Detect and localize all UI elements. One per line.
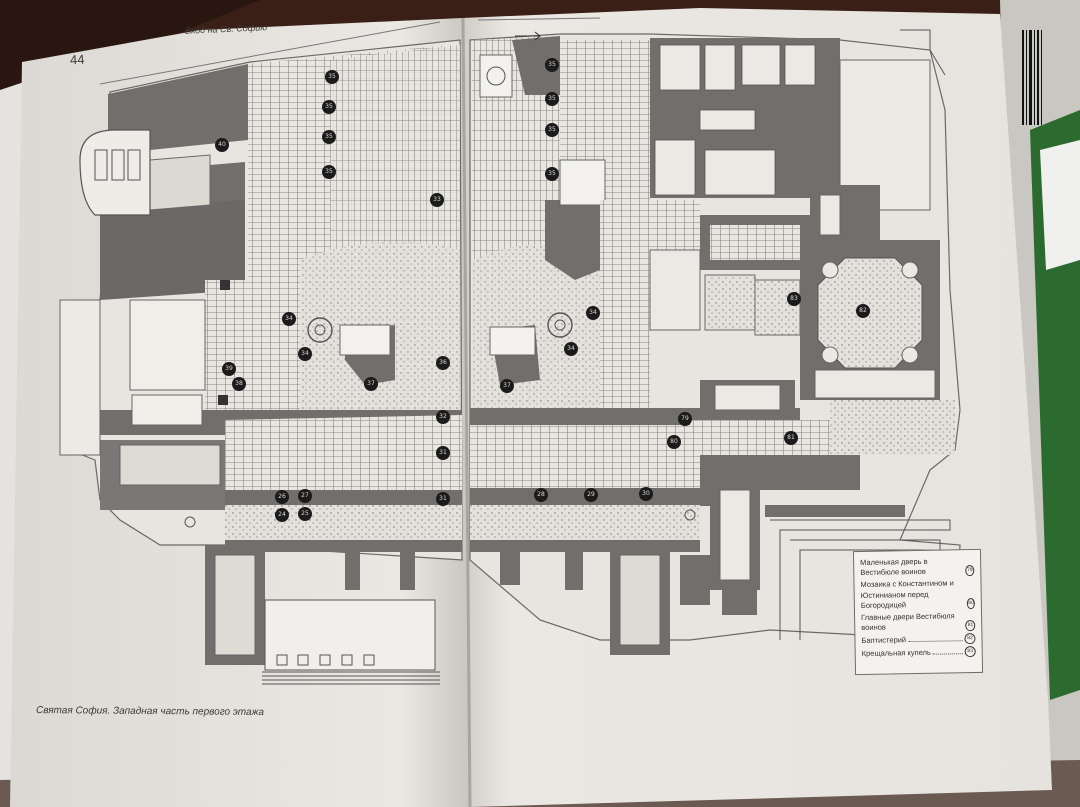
plan-marker: 81	[784, 431, 798, 445]
plan-marker: 26	[275, 490, 289, 504]
plan-marker: 31	[436, 492, 450, 506]
page-number: 44	[69, 51, 85, 68]
plan-marker: 37	[500, 379, 514, 393]
north-arrow-icon	[515, 31, 541, 41]
plan-marker: 29	[584, 488, 598, 502]
plan-marker: 38	[232, 377, 246, 391]
plan-caption: Святая София. Западная часть первого эта…	[35, 705, 265, 718]
plan-marker: 80	[667, 435, 681, 449]
plan-marker: 25	[298, 507, 312, 521]
plan-marker: 36	[436, 356, 450, 370]
plan-marker: 34	[564, 342, 578, 356]
plan-marker: 34	[282, 312, 296, 326]
gutter	[461, 17, 472, 807]
plan-marker: 30	[639, 487, 653, 501]
plan-marker: 37	[364, 377, 378, 391]
plan-marker: 33	[430, 193, 444, 207]
plan-marker: 31	[436, 446, 450, 460]
plan-marker: 83	[787, 292, 801, 306]
plan-marker: 35	[545, 58, 559, 72]
plan-marker: 82	[856, 304, 870, 318]
plan-marker: 34	[298, 347, 312, 361]
plan-marker: 35	[322, 165, 336, 179]
plan-marker: 35	[545, 92, 559, 106]
plan-marker: 35	[322, 130, 336, 144]
plan-marker: 35	[545, 123, 559, 137]
plan-marker: 24	[275, 508, 289, 522]
plan-marker: 79	[678, 412, 692, 426]
plan-marker: 28	[534, 488, 548, 502]
plan-marker: 27	[298, 489, 312, 503]
plan-marker: 40	[215, 138, 229, 152]
plan-marker: 39	[222, 362, 236, 376]
plan-marker: 34	[586, 306, 600, 320]
plan-marker: 35	[322, 100, 336, 114]
plan-marker: 35	[545, 167, 559, 181]
plan-marker: 35	[325, 70, 339, 84]
plan-marker: 32	[436, 410, 450, 424]
legend-item: Мозаика с Константином и Юстинианом пере…	[860, 578, 975, 610]
